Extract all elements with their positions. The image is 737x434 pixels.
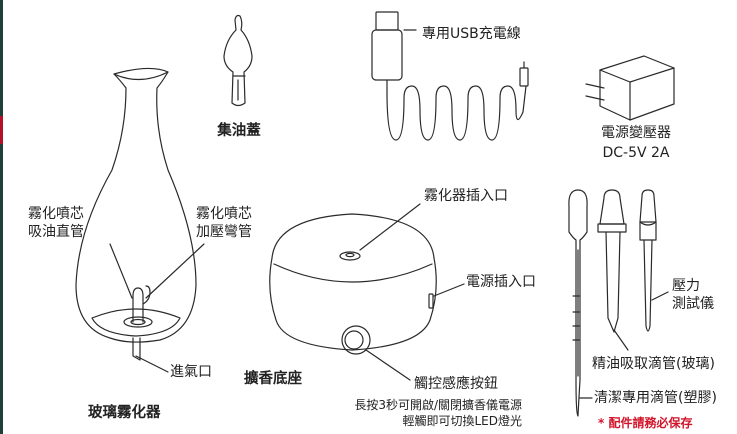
label-plastic-dropper: 清潔專用滴管(塑膠) [594, 390, 717, 406]
label-pressure-line2: 測試儀 [672, 296, 714, 312]
label-nozzle-straight-line1: 霧化噴芯 [28, 206, 84, 222]
label-oil-cap: 集油蓋 [217, 123, 261, 139]
label-nozzle-bent-line1: 霧化噴芯 [196, 206, 252, 222]
label-base: 擴香底座 [244, 371, 302, 387]
label-nozzle-straight-line2: 吸油直管 [28, 224, 84, 240]
label-button-desc-line2: 輕觸即可切換LED燈光 [402, 414, 522, 428]
label-atomizer-inlet: 霧化器插入口 [424, 188, 508, 204]
frame-accent [0, 116, 3, 144]
label-usb-cable: 專用USB充電線 [422, 26, 521, 42]
usb-cable-illustration [371, 11, 529, 141]
label-adapter-line2: DC-5V 2A [602, 145, 670, 161]
label-touch-button: 觸控感應按鈕 [414, 376, 498, 392]
base-illustration [269, 203, 465, 381]
label-power-inlet: 電源插入口 [466, 274, 536, 290]
oil-cap-illustration [223, 14, 253, 107]
label-adapter-line1: 電源變壓器 [601, 125, 671, 141]
label-air-inlet: 進氣口 [170, 364, 212, 380]
glass-atomizer-illustration [75, 67, 205, 373]
label-nozzle-bent-line2: 加壓彎管 [196, 224, 252, 240]
adapter-illustration [585, 55, 675, 121]
label-glass-dropper: 精油吸取滴管(玻璃) [592, 356, 715, 372]
accessory-note: * 配件請務必保存 [598, 416, 693, 430]
label-button-desc-line1: 長按3秒可開啟/關閉擴香儀電源 [354, 398, 522, 412]
droppers-illustration [568, 189, 669, 417]
label-pressure-line1: 壓力 [672, 278, 700, 294]
left-frame-bar [0, 0, 3, 434]
label-glass-atomizer: 玻璃霧化器 [88, 405, 161, 421]
